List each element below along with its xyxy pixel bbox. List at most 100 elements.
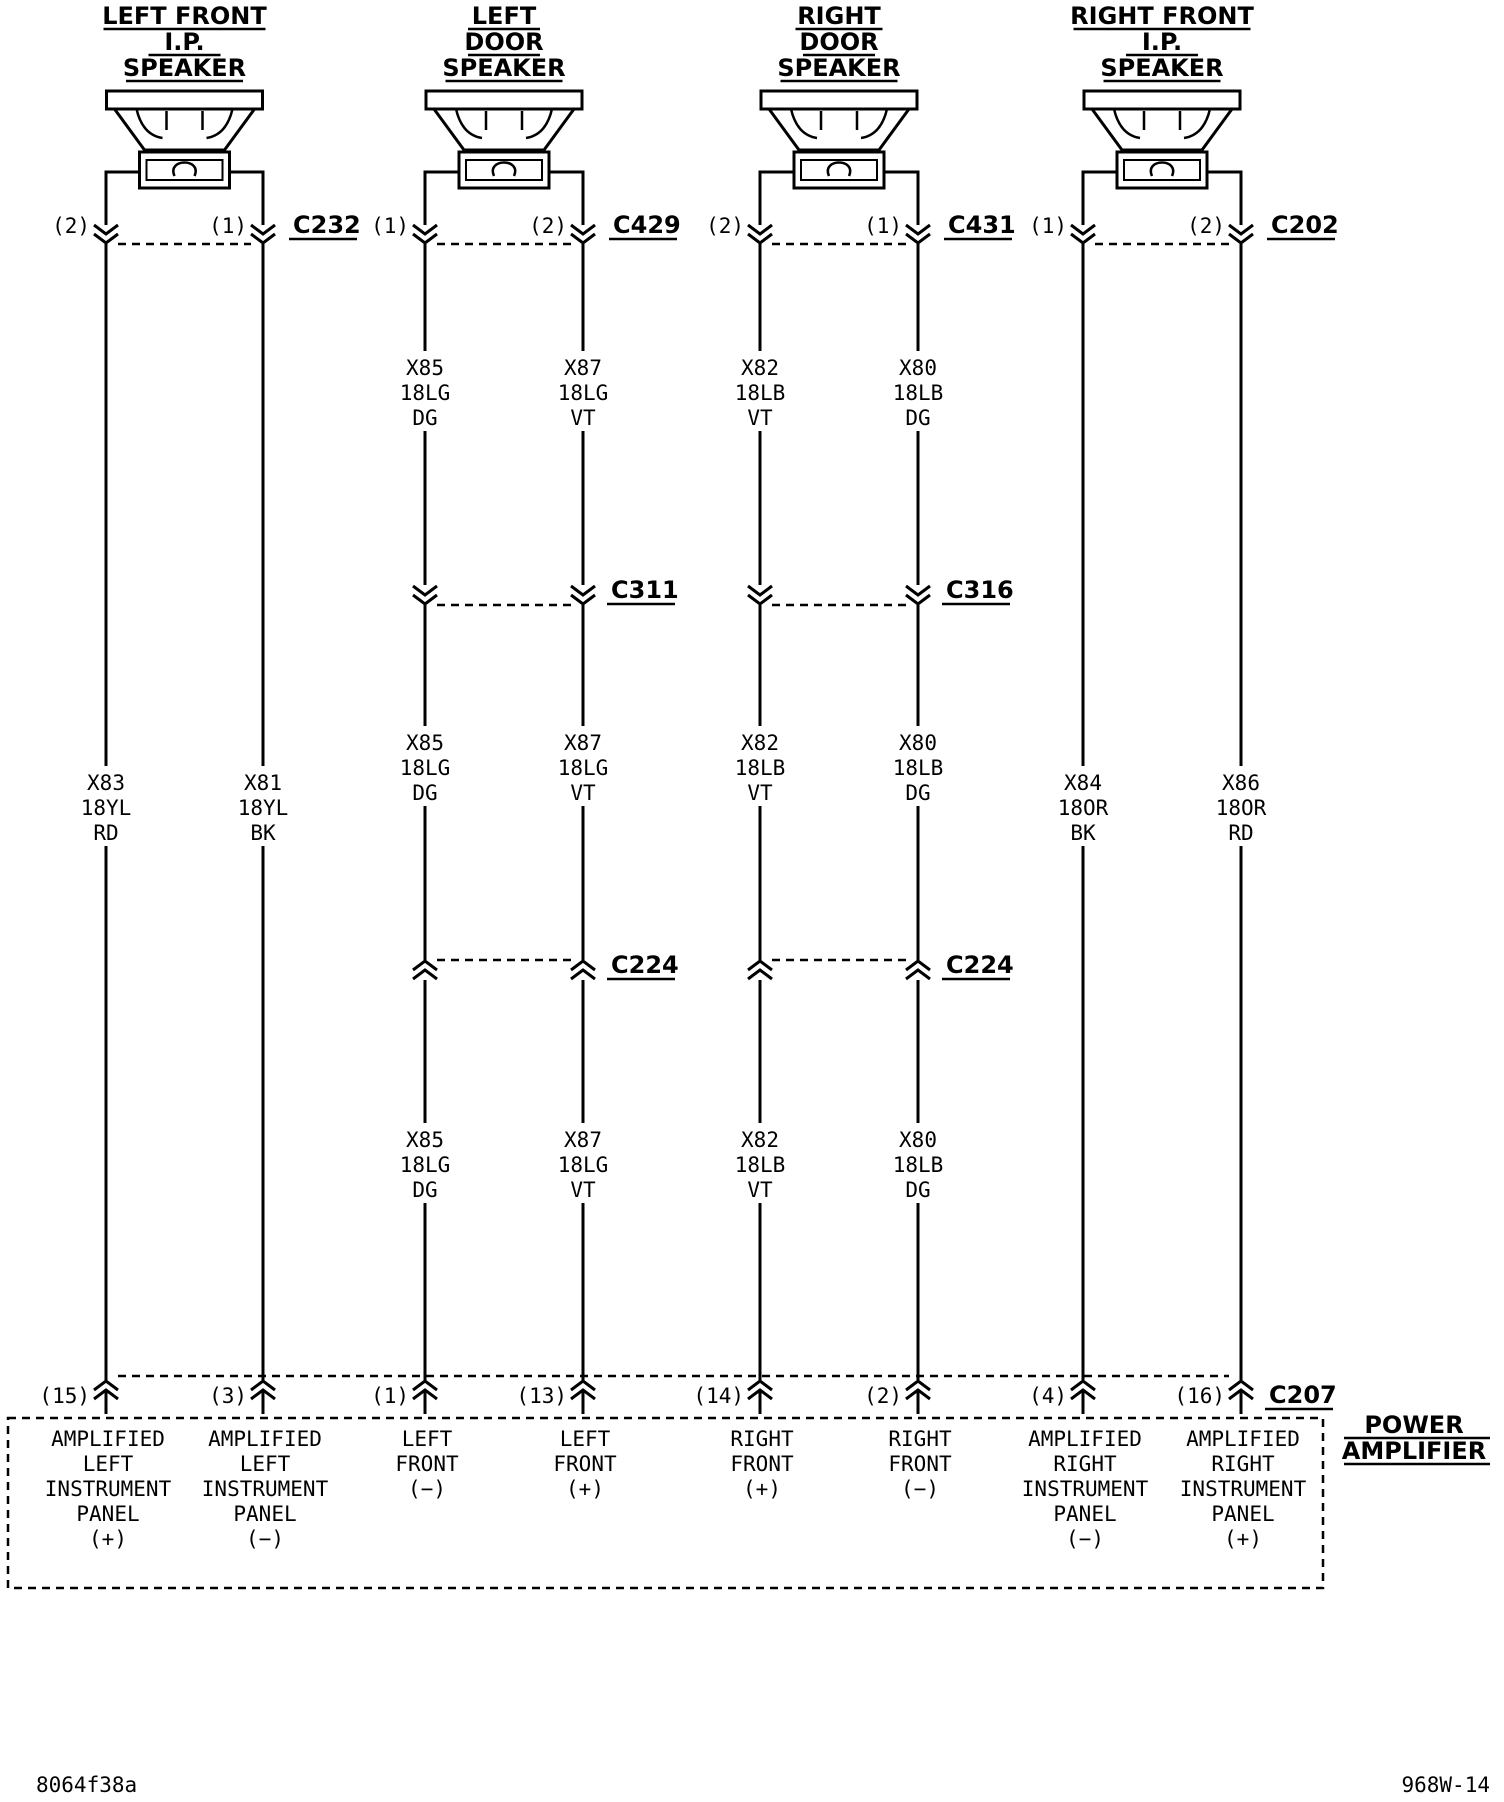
component-name: POWER [1364, 1411, 1463, 1439]
speaker-connector-cavity [250, 223, 276, 245]
speaker-icon [759, 89, 919, 190]
pin-function: INSTRUMENT [1022, 1477, 1149, 1501]
wire-label: X80 [899, 356, 937, 380]
pin-number: (4) [1029, 1384, 1067, 1408]
wire-label: DG [412, 781, 437, 805]
wire-label: X82 [741, 356, 779, 380]
wire-label: RD [93, 821, 118, 845]
speaker-title-line: RIGHT [797, 2, 881, 30]
pin-function: INSTRUMENT [45, 1477, 172, 1501]
wire-label: X85 [406, 731, 444, 755]
connector-cavity [412, 959, 438, 981]
pin-function: LEFT [560, 1427, 611, 1451]
pin-function: LEFT [83, 1452, 134, 1476]
pin-function: FRONT [395, 1452, 459, 1476]
pin-number: (1) [1029, 214, 1067, 238]
wire-label: 18LB [893, 756, 944, 780]
wire-label: VT [747, 406, 773, 430]
wire-label: X81 [244, 771, 282, 795]
pin-function: LEFT [240, 1452, 291, 1476]
speaker-connector-cavity [412, 223, 438, 245]
wire-label: VT [570, 406, 596, 430]
pin-function: LEFT [402, 1427, 453, 1451]
wire-label: VT [747, 781, 773, 805]
wire-label: DG [412, 406, 437, 430]
power-amplifier: (15)AMPLIFIEDLEFTINSTRUMENTPANEL(+)(3)AM… [6, 1381, 1490, 1590]
pin-function: (−) [408, 1477, 446, 1501]
wire-label: RD [1228, 821, 1253, 845]
wire-label: 18LB [893, 381, 944, 405]
pin-function: PANEL [1211, 1502, 1274, 1526]
wire-label: 18LG [400, 381, 451, 405]
pin-function: AMPLIFIED [208, 1427, 322, 1451]
wire-label: X87 [564, 731, 602, 755]
wire-label: 18LG [400, 1153, 451, 1177]
figure-code: 8064f38a [36, 1773, 137, 1797]
speaker-connector-cavity [1228, 223, 1254, 245]
wire-label: 18OR [1058, 796, 1109, 820]
wire-label: 18LB [735, 756, 786, 780]
pin-function: (+) [1224, 1527, 1262, 1551]
speaker-connector-cavity [905, 223, 931, 245]
wire-label: X80 [899, 731, 937, 755]
connector-cavity [905, 959, 931, 981]
connector-cavity [905, 584, 931, 606]
wire-label: DG [905, 781, 930, 805]
pin-function: RIGHT [1053, 1452, 1117, 1476]
speaker-connector-cavity [93, 223, 119, 245]
pin-function: (+) [566, 1477, 604, 1501]
pin-function: RIGHT [888, 1427, 952, 1451]
pin-number: (15) [39, 1384, 90, 1408]
pin-number: (16) [1174, 1384, 1225, 1408]
wire-label: X82 [741, 731, 779, 755]
wire-label: 18OR [1216, 796, 1267, 820]
speaker-title-line: DOOR [799, 28, 878, 56]
connector-cavity [747, 959, 773, 981]
connector-label: C207 [1269, 1381, 1337, 1409]
speaker-icon [1082, 89, 1242, 190]
pin-function: AMPLIFIED [1028, 1427, 1142, 1451]
pin-function: INSTRUMENT [202, 1477, 329, 1501]
connector-label: C429 [613, 211, 681, 239]
wire-label: X87 [564, 356, 602, 380]
wire-label: VT [747, 1178, 773, 1202]
wire-label: X84 [1064, 771, 1102, 795]
pin-function: (−) [901, 1477, 939, 1501]
connector-label: C224 [946, 951, 1014, 979]
connector-label: C202 [1271, 211, 1339, 239]
inline-connector: C316 [942, 576, 1014, 606]
speaker-title-line: I.P. [1142, 28, 1182, 56]
wire-label: X80 [899, 1128, 937, 1152]
wire-label: DG [905, 406, 930, 430]
connector-cavity [747, 584, 773, 606]
pin-function: FRONT [553, 1452, 617, 1476]
wire-label: 18YL [81, 796, 132, 820]
connector-cavity [570, 584, 596, 606]
wire-label: X85 [406, 1128, 444, 1152]
pin-number: (13) [516, 1384, 567, 1408]
pin-function: AMPLIFIED [1186, 1427, 1300, 1451]
pin-function: RIGHT [1211, 1452, 1275, 1476]
pin-number: (1) [371, 214, 409, 238]
wire-label: 18LG [558, 381, 609, 405]
pin-number: (2) [864, 1384, 902, 1408]
pin-number: (1) [371, 1384, 409, 1408]
speaker-title-line: LEFT [472, 2, 537, 30]
pin-number: (2) [529, 214, 567, 238]
wire-label: 18LB [893, 1153, 944, 1177]
pin-function: PANEL [76, 1502, 139, 1526]
pin-function: FRONT [730, 1452, 794, 1476]
pin-number: (1) [209, 214, 247, 238]
pin-number: (2) [706, 214, 744, 238]
pin-function: RIGHT [730, 1427, 794, 1451]
